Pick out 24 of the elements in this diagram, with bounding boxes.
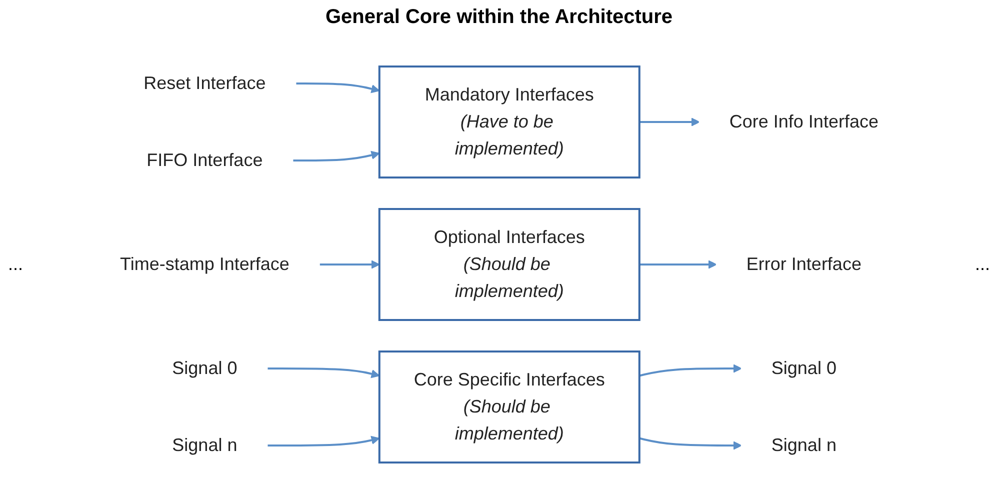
node-text: Signal n	[771, 435, 836, 455]
ellipsis-label: ...	[8, 254, 24, 275]
node-box: Core Specific Interfaces (Should be implemented)	[378, 350, 640, 464]
arrow	[266, 368, 380, 378]
arrow	[266, 436, 380, 446]
arrow	[638, 364, 742, 377]
node-text: FIFO Interface	[146, 150, 262, 170]
node-box: Optional Interfaces (Should be implemented)	[378, 208, 640, 321]
node-text: Signal 0	[771, 358, 836, 378]
node-text: Signal 0	[172, 358, 237, 378]
arrow	[639, 260, 717, 269]
node-text: Time-stamp Interface	[120, 254, 290, 274]
arrow	[638, 437, 742, 450]
node-box: Mandatory Interfaces (Have to be implemented)	[378, 66, 640, 178]
ellipsis-label: ...	[974, 254, 990, 275]
diagram-title: General Core within the Architecture	[325, 6, 673, 29]
node-text: Core Info Interface	[729, 112, 878, 132]
arrow	[639, 118, 700, 126]
node-text: Signal n	[172, 435, 237, 455]
arrow	[292, 150, 380, 162]
node-text: Error Interface	[746, 254, 862, 274]
node-text: Reset Interface	[143, 73, 266, 93]
arrow	[319, 260, 380, 269]
arrow	[295, 82, 380, 94]
